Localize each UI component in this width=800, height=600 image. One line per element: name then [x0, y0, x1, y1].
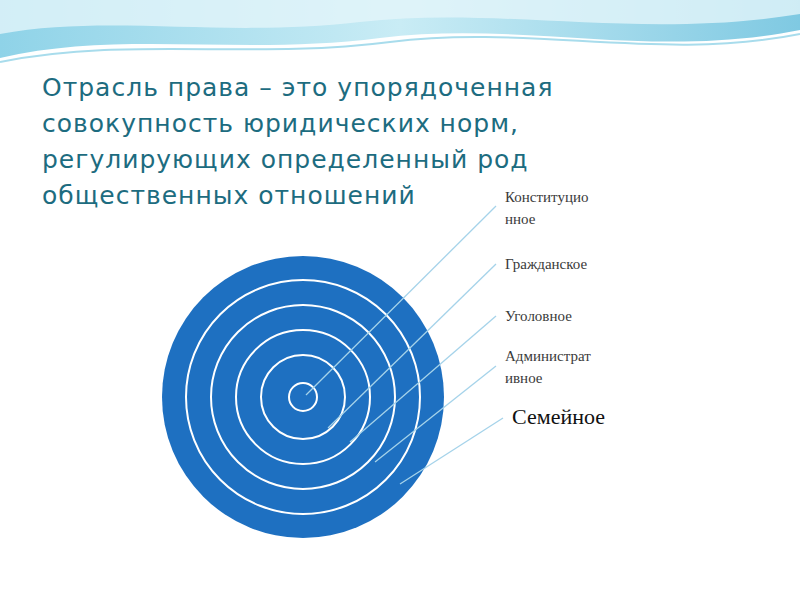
- wave-line: [0, 34, 800, 62]
- ring: [186, 280, 420, 514]
- top-wave-light: [0, 0, 800, 34]
- leader-line: [328, 264, 496, 428]
- leader-line: [400, 418, 503, 484]
- branch-label: Уголовное: [505, 305, 655, 327]
- ring: [289, 383, 317, 411]
- branch-label: Администрат ивное: [505, 345, 605, 389]
- ring: [261, 355, 345, 439]
- branch-label: Конституцио нное: [505, 186, 605, 230]
- branch-label: Семейное: [512, 403, 712, 431]
- ring: [211, 305, 395, 489]
- leader-line: [306, 206, 496, 395]
- leader-line: [375, 366, 496, 462]
- slide-title: Отрасль права – это упорядоченная совоку…: [42, 70, 702, 214]
- ring: [236, 330, 370, 464]
- branch-label: Гражданское: [505, 253, 655, 275]
